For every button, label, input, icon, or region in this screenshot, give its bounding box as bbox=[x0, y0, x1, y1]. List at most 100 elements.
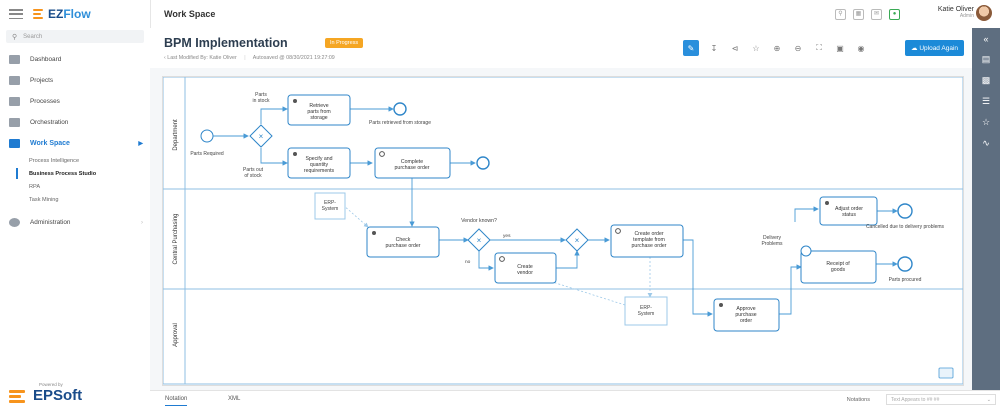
erp-system-datastore-1[interactable]: ERP- System bbox=[314, 192, 346, 220]
share-icon[interactable]: ⊲ bbox=[731, 43, 739, 53]
bpmn-canvas[interactable]: Department Central Purchasing Approval bbox=[162, 76, 964, 386]
sidebar-item-workspace[interactable]: Work Space▶ bbox=[0, 133, 150, 154]
star-icon[interactable]: ☆ bbox=[981, 117, 991, 127]
end-event-complete[interactable] bbox=[476, 156, 490, 170]
projects-icon bbox=[9, 76, 20, 85]
sidebar-item-processes[interactable]: Processes bbox=[0, 91, 150, 112]
sidebar-item-projects[interactable]: Projects bbox=[0, 70, 150, 91]
properties-icon[interactable]: ▤ bbox=[981, 54, 991, 64]
collapse-icon[interactable]: « bbox=[983, 33, 989, 44]
epsoft-logo: EPSoft bbox=[9, 387, 82, 404]
svg-text:template from: template from bbox=[633, 237, 665, 243]
task-retrieve-parts[interactable]: Retrieve parts from storage bbox=[287, 94, 351, 126]
task-specify-requirements[interactable]: Specify and quantity requirements bbox=[287, 147, 351, 179]
sidebar-item-administration[interactable]: Administration› bbox=[0, 212, 150, 233]
task-check-purchase-order[interactable]: Check purchase order bbox=[366, 226, 440, 258]
notification-icon[interactable]: ● bbox=[889, 9, 900, 20]
search-input[interactable]: ⚲ Search bbox=[6, 30, 144, 43]
erp-system-datastore-2[interactable]: ERP- System bbox=[624, 296, 668, 326]
activity-icon[interactable]: ∿ bbox=[982, 138, 990, 148]
task-complete-purchase-order[interactable]: Complete purchase order bbox=[374, 147, 451, 179]
status-badge: In Progress bbox=[325, 38, 364, 48]
orchestration-icon bbox=[9, 118, 20, 127]
grid-icon[interactable]: ▦ bbox=[853, 9, 864, 20]
user-task-icon bbox=[293, 152, 297, 156]
search-icon: ⚲ bbox=[12, 33, 18, 41]
sidebar-nav: Dashboard Projects Processes Orchestrati… bbox=[0, 49, 150, 233]
user-task-icon bbox=[825, 201, 829, 205]
save-icon[interactable]: ▣ bbox=[836, 43, 844, 53]
top-bar: Work Space ⚲ ▦ ✉ ● Katie Oliver Admin bbox=[150, 0, 1000, 29]
notations-select[interactable]: Text Appears to ## ## ⌄ bbox=[886, 394, 996, 405]
menu-icon[interactable] bbox=[9, 9, 23, 19]
svg-text:Create order: Create order bbox=[634, 231, 663, 237]
svg-text:Complete: Complete bbox=[401, 159, 423, 165]
label-delivery-1: Delivery bbox=[763, 235, 782, 241]
subnav-process-intelligence[interactable]: Process Intelligence bbox=[29, 157, 80, 164]
user-task-icon bbox=[372, 231, 376, 235]
svg-text:order: order bbox=[740, 318, 752, 324]
zoom-in-icon[interactable]: ⊕ bbox=[773, 43, 781, 53]
zoom-out-icon[interactable]: ⊖ bbox=[794, 43, 802, 53]
avatar[interactable] bbox=[976, 5, 992, 21]
comments-icon[interactable]: ▩ bbox=[981, 75, 991, 85]
powered-by-label: Powered by bbox=[39, 382, 63, 387]
start-event[interactable] bbox=[200, 129, 214, 143]
service-task-icon bbox=[615, 228, 621, 234]
sidebar-item-label: Orchestration bbox=[30, 119, 69, 126]
sidebar-item-orchestration[interactable]: Orchestration bbox=[0, 112, 150, 133]
sidebar-item-dashboard[interactable]: Dashboard bbox=[0, 49, 150, 70]
list-icon[interactable]: ☰ bbox=[981, 96, 991, 106]
tab-notation[interactable]: Notation bbox=[165, 396, 188, 406]
search-icon[interactable]: ⚲ bbox=[835, 9, 846, 20]
gateway-vendor-known[interactable]: × bbox=[467, 228, 491, 252]
user-info[interactable]: Katie Oliver Admin bbox=[938, 6, 974, 19]
boundary-event-delivery[interactable] bbox=[800, 245, 812, 257]
end-event-cancelled[interactable] bbox=[897, 203, 913, 219]
svg-text:Retrieve: Retrieve bbox=[309, 103, 328, 109]
task-receipt-of-goods[interactable]: Receipt of goods bbox=[800, 250, 877, 284]
subnav-business-process-studio[interactable]: Business Process Studio bbox=[29, 170, 97, 177]
active-indicator bbox=[16, 168, 18, 179]
edit-icon[interactable]: ✎ bbox=[683, 40, 699, 56]
tab-xml[interactable]: XML bbox=[228, 396, 241, 402]
task-approve-purchase-order[interactable]: Approve purchase order bbox=[713, 298, 780, 332]
brand-flow: Flow bbox=[63, 7, 91, 21]
subnav-rpa[interactable]: RPA bbox=[29, 183, 41, 190]
start-event-label: Parts Required bbox=[190, 151, 224, 157]
minimap-icon[interactable] bbox=[938, 367, 954, 379]
end-event-procured[interactable] bbox=[897, 256, 913, 272]
star-icon[interactable]: ☆ bbox=[752, 43, 760, 53]
upload-again-button[interactable]: ☁ Upload Again bbox=[905, 40, 964, 56]
powered-by: Powered by EPSoft bbox=[9, 382, 82, 404]
view-icon[interactable]: ◉ bbox=[857, 43, 865, 53]
svg-text:purchase: purchase bbox=[735, 312, 756, 318]
back-arrow-icon[interactable]: ‹ bbox=[164, 55, 166, 61]
svg-text:ERP-: ERP- bbox=[324, 200, 336, 206]
svg-text:ERP-: ERP- bbox=[640, 305, 652, 311]
end-event-retrieved[interactable] bbox=[393, 102, 407, 116]
notations-label: Notations bbox=[846, 397, 870, 403]
task-adjust-order-status[interactable]: Adjust order status bbox=[819, 196, 878, 226]
download-icon[interactable]: ↧ bbox=[710, 43, 718, 53]
processes-icon bbox=[9, 97, 20, 106]
label-out-stock-1: Parts out bbox=[243, 167, 264, 173]
svg-text:Specify and: Specify and bbox=[305, 156, 332, 162]
user-name: Katie Oliver bbox=[937, 6, 974, 13]
cloud-upload-icon: ☁ bbox=[911, 45, 920, 52]
user-role: Admin bbox=[959, 13, 974, 19]
service-task-icon bbox=[499, 256, 505, 262]
fullscreen-icon[interactable]: ⛶ bbox=[816, 43, 822, 52]
label-in-stock-2: in stock bbox=[253, 98, 270, 104]
svg-text:×: × bbox=[575, 236, 580, 245]
dashboard-icon bbox=[9, 55, 20, 64]
chat-icon[interactable]: ✉ bbox=[871, 9, 882, 20]
subnav-task-mining[interactable]: Task Mining bbox=[29, 196, 59, 203]
epsoft-logo-icon bbox=[9, 389, 29, 403]
gateway-parts-available[interactable]: × bbox=[249, 124, 273, 148]
gateway-merge[interactable]: × bbox=[565, 228, 589, 252]
task-create-order-template[interactable]: Create order template from purchase orde… bbox=[610, 224, 684, 258]
task-create-vendor[interactable]: Create vendor bbox=[494, 252, 557, 284]
